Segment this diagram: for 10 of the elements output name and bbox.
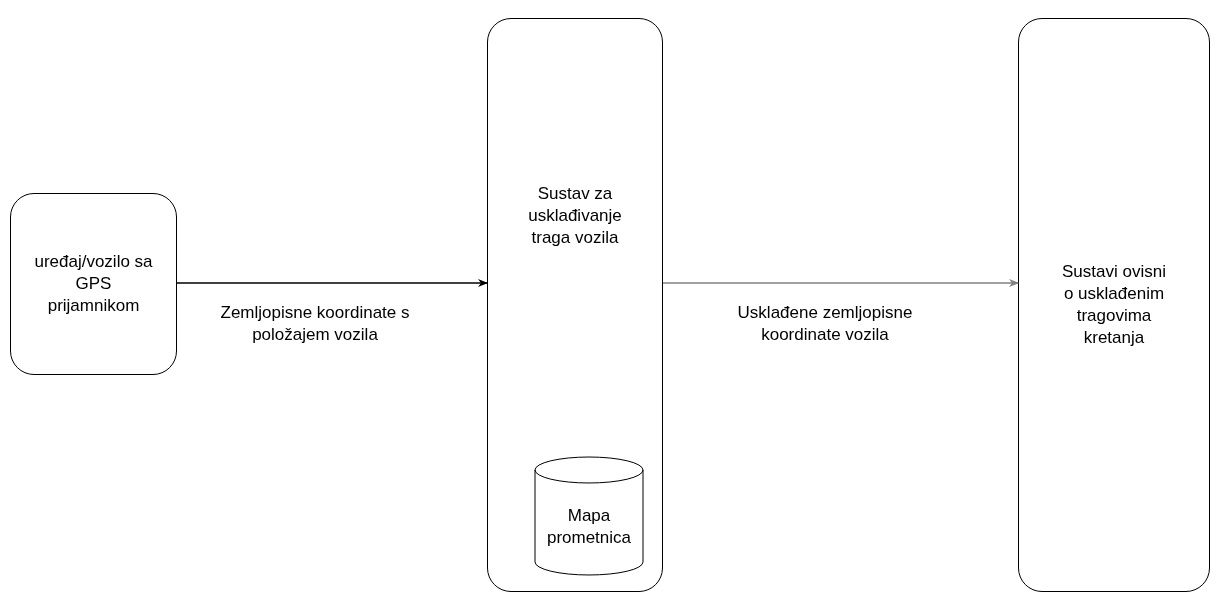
node-label: uređaj/vozilo sa GPS prijamnikom (33, 251, 154, 317)
node-label: Sustavi ovisni o usklađenim tragovima kretanja (1061, 261, 1167, 349)
process-box (1018, 18, 1210, 592)
node-label: Sustav za usklađivanje traga vozila (527, 183, 623, 249)
process-box (487, 18, 663, 592)
process-box (10, 193, 177, 375)
arrow (176, 279, 488, 287)
database-cylinder (534, 456, 644, 576)
arrow (662, 279, 1019, 287)
node-label: Mapa prometnica (545, 505, 633, 549)
